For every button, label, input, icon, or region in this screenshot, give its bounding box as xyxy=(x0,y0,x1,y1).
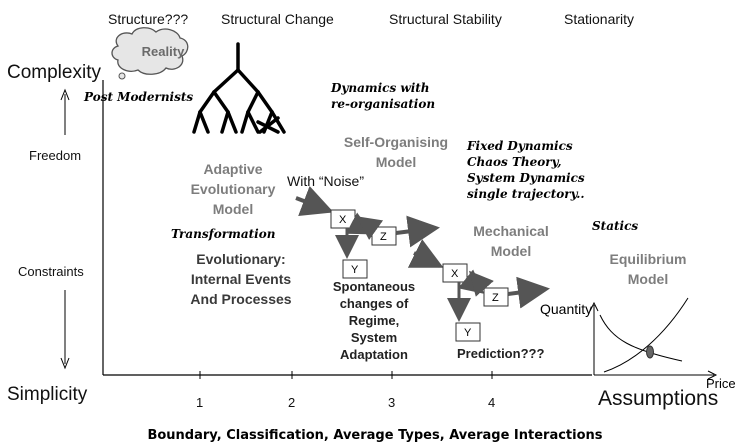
box-z-label: Z xyxy=(380,231,387,243)
statics-note: Statics xyxy=(592,219,638,233)
arrow-z-to-x xyxy=(356,216,384,240)
reality-label: Reality xyxy=(142,44,185,59)
footer-text: Boundary, Classification, Average Types,… xyxy=(147,428,602,443)
header-stationarity: Stationarity xyxy=(564,11,634,27)
x-label-assumptions: Assumptions xyxy=(598,387,718,410)
price-label: Price xyxy=(706,376,736,391)
demand-curve xyxy=(599,314,683,362)
arrow-into-x1 xyxy=(295,186,334,216)
dynamics-note-line1: Dynamics with xyxy=(330,81,430,95)
tree-icon xyxy=(192,42,286,134)
arrow-into-x2 xyxy=(407,239,444,268)
self-organising-line2: Model xyxy=(376,154,416,170)
y-label-freedom: Freedom xyxy=(29,148,81,163)
tick-label-4: 4 xyxy=(488,395,495,410)
fixed-dynamics-note-1: Fixed Dynamics xyxy=(466,139,573,153)
tick-label-3: 3 xyxy=(388,395,395,410)
adaptive-flow-diagram: X Z Y xyxy=(295,186,440,279)
box-z2-label: Z xyxy=(492,292,499,304)
mechanical-model-line1: Mechanical xyxy=(473,223,548,239)
y-label-constraints: Constraints xyxy=(18,264,84,279)
evolutionary-line1: Evolutionary: xyxy=(196,251,285,267)
equilibrium-model-line1: Equilibrium xyxy=(610,251,687,267)
arrow-z2-out xyxy=(507,276,550,309)
box-y-mechanical xyxy=(455,322,481,342)
down-arrow-icon xyxy=(60,290,70,370)
y-label-simplicity: Simplicity xyxy=(7,384,88,405)
header-structural-change: Structural Change xyxy=(221,11,334,27)
reality-cloud: Reality xyxy=(111,27,189,80)
prediction-label: Prediction??? xyxy=(457,346,544,361)
box-x-label: X xyxy=(339,214,347,226)
equilibrium-mini-chart: Quantity Price xyxy=(540,297,736,391)
header-structural-stability: Structural Stability xyxy=(389,11,502,27)
tick-label-2: 2 xyxy=(288,395,295,410)
mechanical-model-line2: Model xyxy=(491,243,531,259)
box-y-adaptive xyxy=(342,259,368,279)
spontaneous-line2: changes of xyxy=(340,296,409,311)
x-ticks: 1 2 3 4 xyxy=(196,371,495,410)
adaptive-model-line3: Model xyxy=(213,201,253,217)
fixed-dynamics-note-3: System Dynamics xyxy=(467,171,585,185)
y-label-complexity: Complexity xyxy=(7,62,101,83)
spontaneous-line1: Spontaneous xyxy=(333,279,415,294)
adaptive-model-line1: Adaptive xyxy=(203,161,262,177)
box-x2-label: X xyxy=(451,268,459,280)
header-structure: Structure??? xyxy=(108,11,188,27)
equilibrium-point xyxy=(646,345,654,359)
mechanical-flow-diagram: X Z Y xyxy=(407,239,550,342)
evolutionary-line3: And Processes xyxy=(190,291,291,307)
evolutionary-line2: Internal Events xyxy=(191,271,292,287)
transformation-note: Transformation xyxy=(171,227,275,241)
box-y2-label: Y xyxy=(464,327,472,339)
post-modernists-note: Post Modernists xyxy=(83,90,193,104)
spontaneous-line3: Regime, xyxy=(349,313,400,328)
box-y-label: Y xyxy=(351,264,359,276)
spontaneous-line5: Adaptation xyxy=(340,347,408,362)
spontaneous-line4: System xyxy=(351,330,397,345)
supply-curve xyxy=(603,297,689,373)
with-noise-label: With “Noise” xyxy=(287,173,364,189)
equilibrium-model-line2: Model xyxy=(628,271,668,287)
arrow-z2-to-x2 xyxy=(469,270,494,297)
adaptive-model-line2: Evolutionary xyxy=(191,181,276,197)
tick-label-1: 1 xyxy=(196,395,203,410)
arrow-x-to-z xyxy=(345,212,373,235)
fixed-dynamics-note-2: Chaos Theory, xyxy=(467,155,562,169)
up-arrow-icon xyxy=(60,88,70,135)
quantity-label: Quantity xyxy=(540,301,592,317)
arrow-z-out xyxy=(395,215,440,248)
dynamics-note-line2: re-organisation xyxy=(331,97,435,111)
fixed-dynamics-note-4: single trajectory.. xyxy=(467,187,585,201)
self-organising-line1: Self-Organising xyxy=(344,134,448,150)
